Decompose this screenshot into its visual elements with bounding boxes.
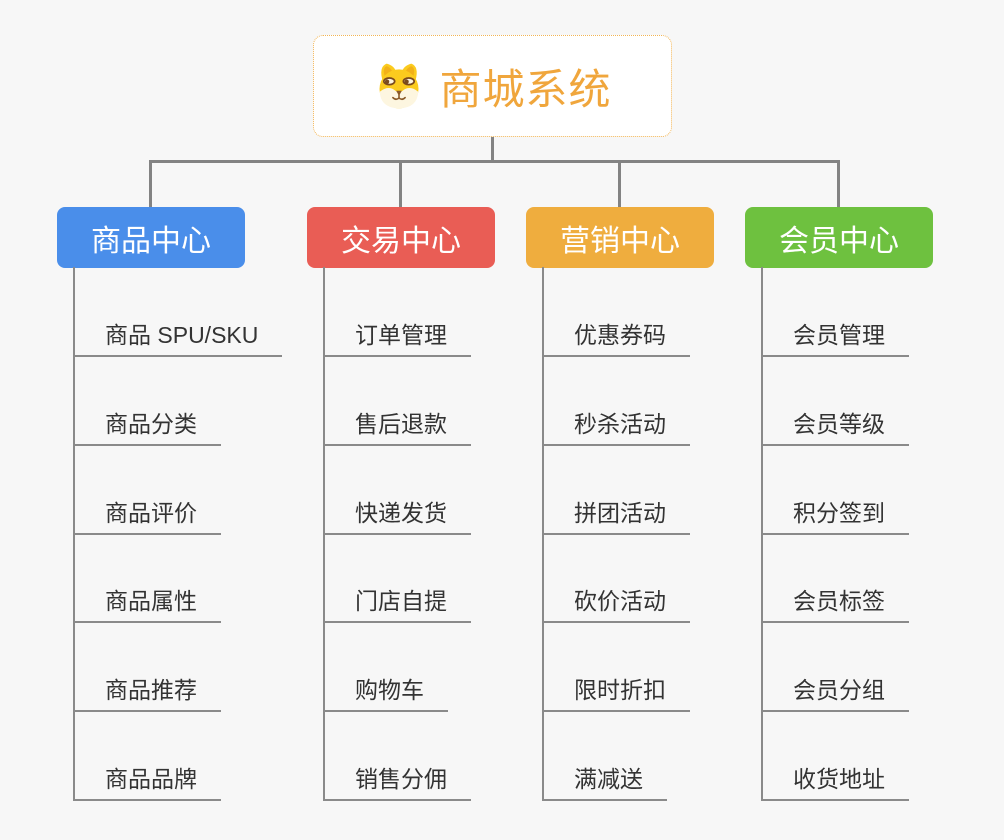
branch-header-trade[interactable]: 交易中心 xyxy=(307,207,495,268)
leaf-node[interactable]: 限时折扣 xyxy=(542,662,690,713)
leaf-label: 砍价活动 xyxy=(574,588,666,615)
leaf-label: 销售分佣 xyxy=(355,766,447,792)
leaf-node[interactable]: 砍价活动 xyxy=(542,573,690,624)
leaf-node[interactable]: 会员分组 xyxy=(761,662,909,713)
leaf-label: 拼团活动 xyxy=(574,499,666,526)
branch-header-marketing[interactable]: 营销中心 xyxy=(526,207,714,268)
leaf-node[interactable]: 商品推荐 xyxy=(73,662,221,713)
leaf-label: 满减送 xyxy=(574,766,643,792)
leaf-node[interactable]: 拼团活动 xyxy=(542,485,690,535)
branch-members: 会员中心 会员管理会员等级积分签到会员标签会员分组收货地址 xyxy=(745,207,933,807)
connector-bus xyxy=(149,160,840,163)
branch-marketing: 营销中心 优惠券码秒杀活动拼团活动砍价活动限时折扣满减送 xyxy=(526,207,714,807)
leaf-label: 商品属性 xyxy=(105,588,197,615)
leaf-node[interactable]: 秒杀活动 xyxy=(542,396,690,446)
leaf-label: 门店自提 xyxy=(355,588,447,615)
leaf-label: 商品分类 xyxy=(105,410,197,437)
leaf-label: 会员管理 xyxy=(793,322,885,348)
leaf-node[interactable]: 商品品牌 xyxy=(73,751,221,801)
leaf-label: 订单管理 xyxy=(355,322,447,348)
leaf-label: 商品推荐 xyxy=(105,677,197,704)
leaf-node[interactable]: 会员等级 xyxy=(761,396,909,446)
leaf-node[interactable]: 订单管理 xyxy=(323,307,471,357)
leaf-node[interactable]: 收货地址 xyxy=(761,751,909,801)
branch-header-products[interactable]: 商品中心 xyxy=(57,207,245,268)
leaf-label: 快递发货 xyxy=(355,499,447,526)
connector-drop-2 xyxy=(399,160,402,208)
leaf-node[interactable]: 会员管理 xyxy=(761,307,909,357)
leaf-node[interactable]: 门店自提 xyxy=(323,573,471,624)
root-node[interactable]: 商城系统 xyxy=(313,35,672,137)
leaf-label: 会员分组 xyxy=(793,677,885,704)
leaf-node[interactable]: 满减送 xyxy=(542,751,667,801)
branch-trade: 交易中心 订单管理售后退款快递发货门店自提购物车销售分佣 xyxy=(307,207,495,807)
leaf-node[interactable]: 售后退款 xyxy=(323,396,471,446)
connector-drop-1 xyxy=(149,160,152,208)
leaf-label: 商品品牌 xyxy=(105,766,197,792)
leaf-label: 限时折扣 xyxy=(574,677,666,704)
branch-header-members[interactable]: 会员中心 xyxy=(745,207,933,268)
connector-drop-4 xyxy=(837,160,840,208)
connector-drop-3 xyxy=(618,160,621,208)
leaf-label: 积分签到 xyxy=(793,499,885,526)
leaf-node[interactable]: 优惠券码 xyxy=(542,307,690,357)
leaf-label: 会员标签 xyxy=(793,588,885,615)
root-title: 商城系统 xyxy=(439,65,612,113)
leaf-node[interactable]: 购物车 xyxy=(323,662,448,713)
leaf-node[interactable]: 积分签到 xyxy=(761,485,909,535)
leaf-node[interactable]: 商品分类 xyxy=(73,396,221,446)
leaf-label: 秒杀活动 xyxy=(574,410,666,437)
leaf-label: 购物车 xyxy=(355,677,424,704)
leaf-node[interactable]: 商品 SPU/SKU xyxy=(73,307,283,357)
leaf-label: 收货地址 xyxy=(793,766,885,792)
leaf-label: 会员等级 xyxy=(793,410,885,437)
leaf-label: 商品 SPU/SKU xyxy=(105,322,259,348)
connector-root-drop xyxy=(491,136,494,162)
leaf-node[interactable]: 快递发货 xyxy=(323,485,471,535)
leaf-node[interactable]: 商品属性 xyxy=(73,573,221,624)
branch-products: 商品中心 商品 SPU/SKU 商品分类商品评价商品属性商品推荐商品品牌 xyxy=(57,207,283,807)
leaf-label: 商品评价 xyxy=(105,499,197,526)
leaf-label: 售后退款 xyxy=(355,410,447,437)
leaf-node[interactable]: 销售分佣 xyxy=(323,751,471,801)
leaf-node[interactable]: 商品评价 xyxy=(73,485,221,535)
leaf-label: 优惠券码 xyxy=(574,322,666,348)
leaf-node[interactable]: 会员标签 xyxy=(761,573,909,624)
shiba-dog-icon xyxy=(373,60,425,112)
